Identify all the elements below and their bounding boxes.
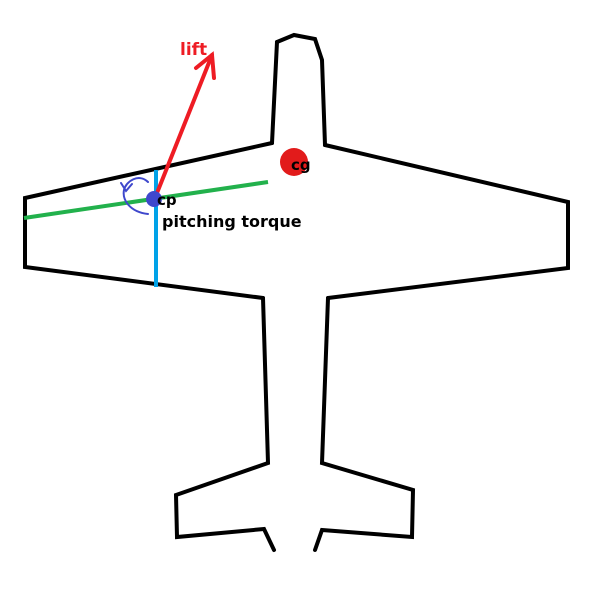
torque-arrow-icon — [120, 177, 149, 215]
cp-dot — [146, 191, 162, 207]
cg-label: cg — [291, 156, 311, 174]
airplane-outline — [23, 32, 570, 552]
fuselage-right-side — [313, 296, 416, 552]
fuselage-nose-left — [270, 40, 279, 145]
cp-label: cp — [157, 191, 177, 209]
cg-dot — [280, 148, 308, 176]
fuselage-nose — [275, 32, 327, 147]
right-wing — [323, 143, 570, 300]
lift-label: lift — [180, 40, 207, 60]
lift-arrow — [153, 51, 216, 200]
left-wing — [23, 141, 274, 300]
fuselage-left-side — [173, 296, 276, 552]
pitching-torque-label: pitching torque — [162, 212, 302, 231]
chord-line — [23, 180, 269, 220]
